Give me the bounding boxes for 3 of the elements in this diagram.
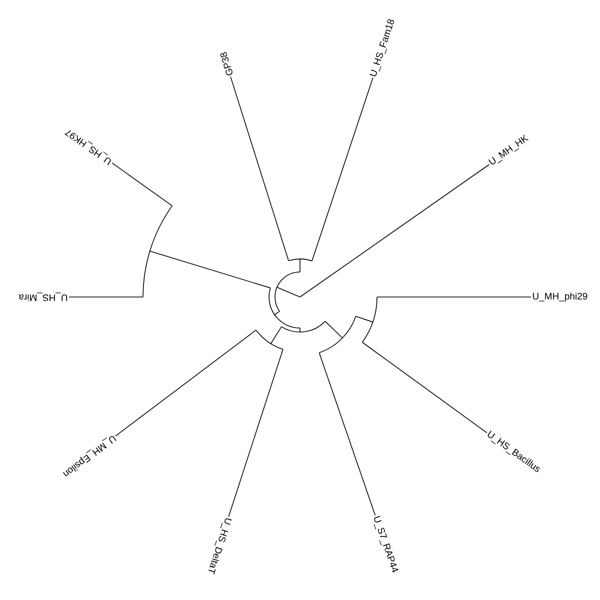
leaf-label: GP38: [220, 52, 232, 76]
leaf-label: U_MH_phi29: [532, 292, 588, 302]
leaf-label: U_HS_Mira: [18, 292, 68, 302]
